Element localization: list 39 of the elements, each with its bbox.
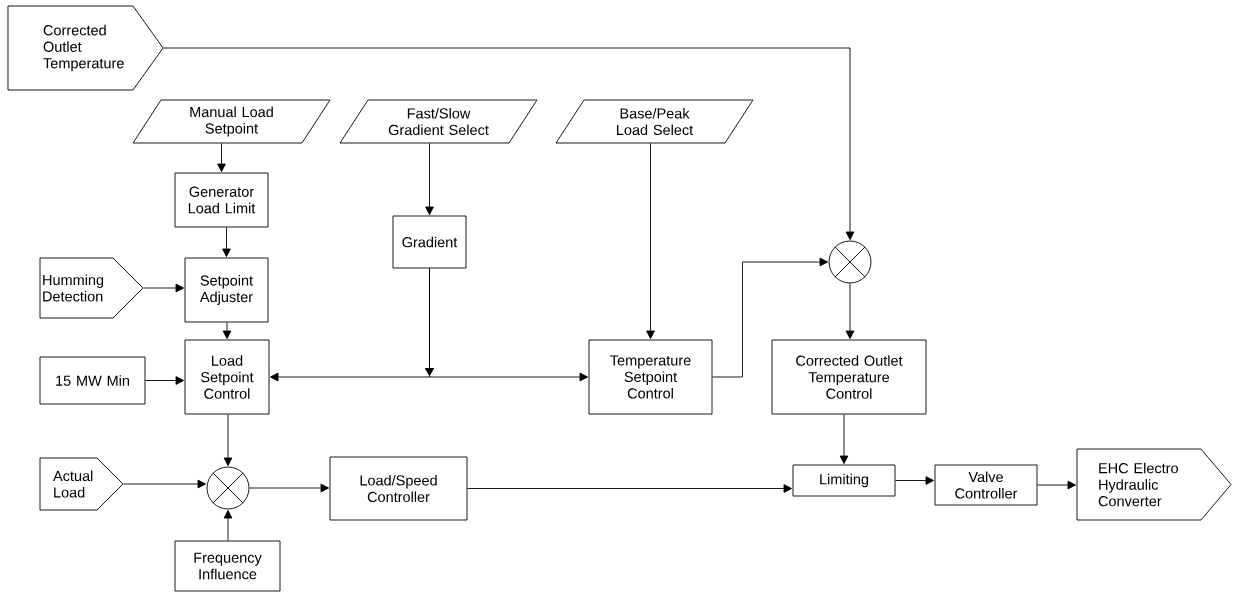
process-box: Load Setpoint Control: [184, 339, 270, 415]
process-box: Gradient: [392, 215, 467, 269]
arrow: [712, 257, 828, 378]
summing-junction: [828, 240, 872, 284]
arrow: [424, 268, 588, 382]
arrow: [223, 414, 233, 466]
process-box: Limiting: [792, 464, 896, 497]
process-box: Generator Load Limit: [174, 172, 269, 228]
arrow: [217, 143, 226, 172]
arrow: [249, 483, 329, 493]
signal-pentagon: Corrected Outlet Temperature: [7, 5, 164, 91]
arrow: [163, 47, 855, 240]
arrow: [467, 484, 792, 493]
arrow: [223, 510, 233, 541]
process-box: Load/Speed Controller: [329, 456, 468, 521]
arrow: [145, 376, 184, 385]
process-box: 15 MW Min: [39, 356, 146, 405]
process-box: Frequency Influence: [174, 540, 281, 592]
signal-pentagon: Actual Load: [39, 457, 124, 511]
signal-pentagon: Humming Detection: [39, 257, 144, 319]
arrow: [143, 283, 184, 293]
input-parallelogram: Fast/Slow Gradient Select: [339, 99, 538, 144]
arrow: [425, 143, 434, 215]
process-box: Corrected Outlet Temperature Control: [771, 339, 927, 415]
summing-junction: [206, 466, 250, 510]
input-parallelogram: Base/Peak Load Select: [555, 99, 754, 144]
arrow: [1037, 480, 1076, 490]
arrow: [222, 322, 232, 339]
input-parallelogram: Manual Load Setpoint: [132, 99, 331, 144]
process-box: Valve Controller: [934, 464, 1038, 506]
arrow: [895, 476, 934, 485]
signal-pentagon: EHC Electro Hydraulic Converter: [1076, 448, 1232, 521]
arrow: [839, 414, 849, 464]
arrow: [123, 479, 206, 489]
process-box: Setpoint Adjuster: [184, 257, 269, 323]
arrow: [845, 283, 855, 339]
arrow: [646, 143, 655, 339]
process-box: Temperature Setpoint Control: [588, 339, 713, 415]
arrow: [222, 227, 231, 257]
